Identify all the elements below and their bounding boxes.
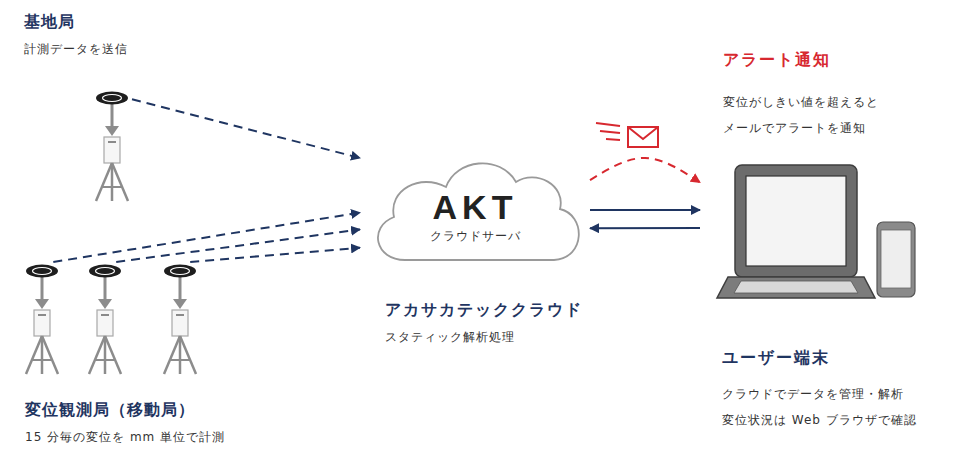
station-title: 基地局	[24, 12, 75, 33]
terminal-note: クラウドでデータを管理・解析 変位状況は Web ブラウザで確認	[722, 382, 962, 434]
cloud-server: AKTクラウドサーバアカサカテッククラウドスタティック解析処理	[360, 145, 590, 275]
mail-icon	[596, 123, 658, 147]
cloud-caption: クラウドサーバ	[360, 229, 590, 245]
sync-link	[590, 209, 700, 211]
data-link	[53, 213, 360, 262]
mobile-station-group: 変位観測局（移動局）15 分毎の変位を mm 単位で計測	[20, 262, 205, 374]
data-link	[116, 230, 360, 263]
user-terminal: ユーザー端末クラウドでデータを管理・解析 変位状況は Web ブラウザで確認	[700, 160, 920, 300]
cloud-title: アカサカテッククラウド	[385, 300, 583, 321]
station-note: 計測データを送信	[24, 42, 128, 58]
smartphone-icon	[877, 222, 915, 297]
laptop-icon	[717, 165, 875, 298]
base-station-icon	[96, 92, 128, 202]
mobile-station-icon	[89, 265, 121, 375]
alert-title: アラート通知	[723, 50, 831, 71]
station-title: 変位観測局（移動局）	[25, 400, 195, 421]
sync-link	[590, 227, 700, 229]
data-link	[190, 248, 360, 262]
mobile-station-icon	[26, 265, 58, 375]
alert-note: 変位がしきい値を超えると メールでアラートを通知	[723, 90, 933, 142]
alert-link	[590, 158, 700, 182]
base-station: 基地局計測データを送信	[92, 88, 132, 200]
station-note: 15 分毎の変位を mm 単位で計測	[25, 430, 225, 446]
cloud-note: スタティック解析処理	[385, 330, 515, 346]
mobile-station-icon	[164, 265, 196, 375]
terminal-title: ユーザー端末	[722, 348, 830, 369]
data-link	[132, 99, 360, 158]
logo-text: AKT	[360, 185, 590, 229]
